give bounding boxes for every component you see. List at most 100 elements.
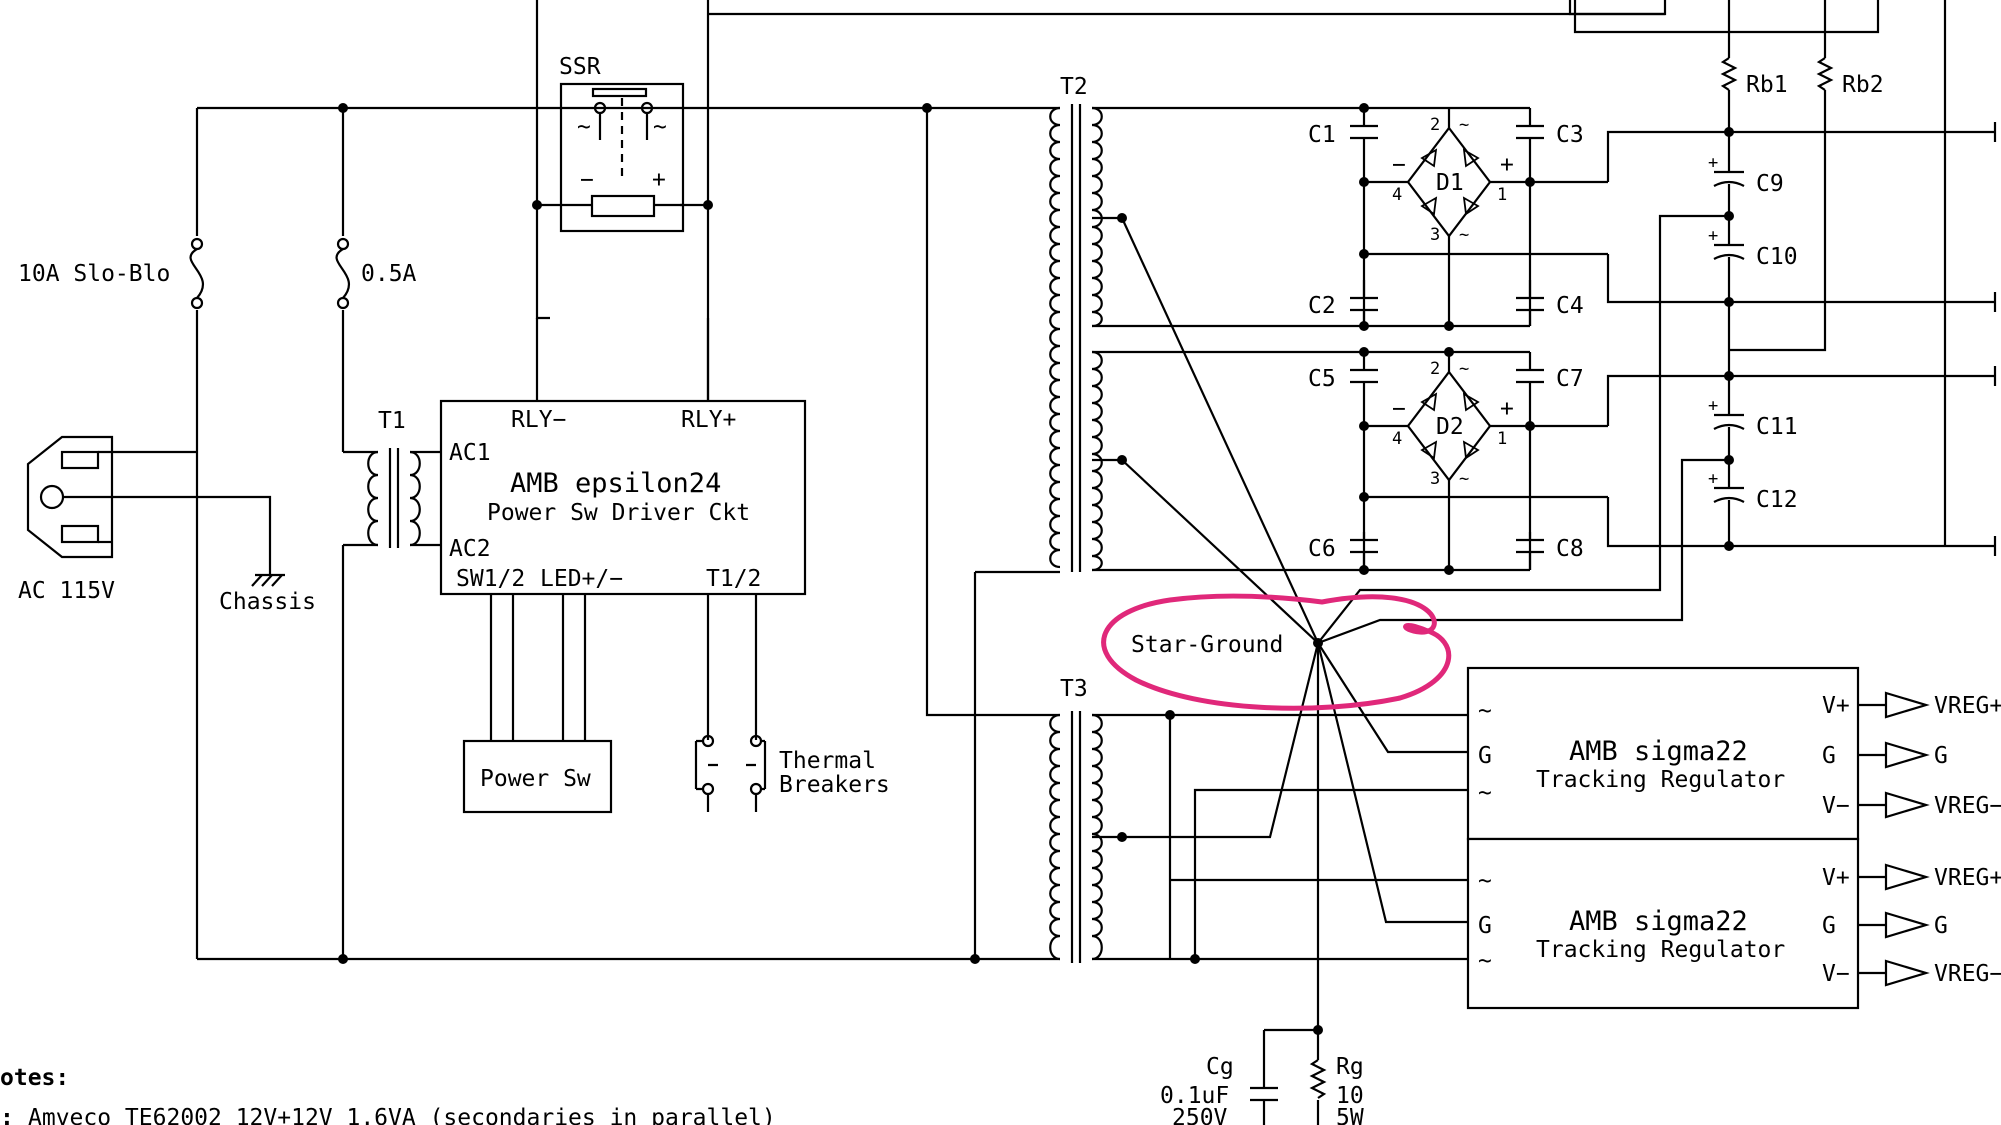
sigma-bot-in-g: G bbox=[1478, 913, 1492, 939]
cap-c3-label: C3 bbox=[1556, 122, 1584, 148]
fuse-small-label: 0.5A bbox=[361, 261, 417, 287]
rg-name: Rg bbox=[1336, 1054, 1364, 1080]
d1-ac-bottom: ~ bbox=[1459, 225, 1469, 245]
cap-c1-label: C1 bbox=[1308, 122, 1336, 148]
epsilon-pin-sw: SW1/2 bbox=[456, 566, 525, 592]
sigma-bot-in-ac2: ~ bbox=[1478, 948, 1492, 974]
sigma-top-subtitle: Tracking Regulator bbox=[1536, 767, 1785, 793]
d2-pin2: 2 bbox=[1430, 359, 1440, 379]
cg-name: Cg bbox=[1206, 1054, 1234, 1080]
sigma22-bottom-module bbox=[1466, 837, 1930, 1010]
sigma-top-net-vp: VREG+ bbox=[1934, 693, 2001, 719]
epsilon-pin-ac1: AC1 bbox=[449, 440, 491, 466]
sigma-top-title: AMB sigma22 bbox=[1569, 736, 1748, 767]
bridge-rectifier-d1-icon bbox=[1390, 108, 1505, 326]
ssr-label: SSR bbox=[559, 54, 601, 80]
fuse-small-icon bbox=[335, 237, 350, 310]
d1-ac-top: ~ bbox=[1459, 115, 1469, 135]
ssr-ac-left: ~ bbox=[577, 114, 591, 140]
sigma-top-out-vm: V− bbox=[1822, 793, 1850, 819]
epsilon-leads bbox=[489, 318, 758, 741]
notes-heading: otes: bbox=[0, 1065, 69, 1091]
c12-plus: + bbox=[1708, 469, 1718, 489]
sigma-bot-net-g: G bbox=[1934, 913, 1948, 939]
sigma-top-in-g: G bbox=[1478, 743, 1492, 769]
epsilon-pin-t12: T1/2 bbox=[706, 566, 761, 592]
epsilon-pin-ac2: AC2 bbox=[449, 536, 491, 562]
c11-plus: + bbox=[1708, 396, 1718, 416]
cg-rating: 250V bbox=[1172, 1105, 1228, 1125]
t2-secondary-wiring bbox=[1092, 106, 1530, 572]
cap-c6-label: C6 bbox=[1308, 536, 1336, 562]
epsilon-subtitle: Power Sw Driver Ckt bbox=[487, 500, 750, 526]
t3-label: T3 bbox=[1060, 676, 1088, 702]
sigma-bot-net-vm: VREG− bbox=[1934, 961, 2001, 987]
t2-label: T2 bbox=[1060, 74, 1088, 100]
epsilon-pin-rly-minus: RLY− bbox=[511, 407, 566, 433]
sigma-bot-out-vp: V+ bbox=[1822, 865, 1850, 891]
star-ground-highlight bbox=[1101, 593, 1452, 711]
epsilon-pin-led: LED+/− bbox=[540, 566, 623, 592]
epsilon-pin-rly-plus: RLY+ bbox=[681, 407, 736, 433]
rb1-label: Rb1 bbox=[1746, 72, 1788, 98]
primary-junctions bbox=[338, 103, 980, 964]
c9-plus: + bbox=[1708, 153, 1718, 173]
cap-c4-label: C4 bbox=[1556, 293, 1584, 319]
ssr-block bbox=[559, 82, 685, 233]
star-ground-label: Star-Ground bbox=[1131, 632, 1283, 658]
d1-pin2: 2 bbox=[1430, 115, 1440, 135]
d2-pin1: 1 bbox=[1497, 429, 1507, 449]
d1-minus: − bbox=[1392, 152, 1406, 178]
ssr-plus: + bbox=[652, 167, 666, 193]
d2-pin3: 3 bbox=[1430, 469, 1440, 489]
thermal-label-2: Breakers bbox=[779, 772, 890, 798]
power-switch[interactable] bbox=[462, 739, 613, 814]
sigma-top-net-vm: VREG− bbox=[1934, 793, 2001, 819]
power-switch-label: Power Sw bbox=[480, 766, 591, 792]
d2-ac-top: ~ bbox=[1459, 359, 1469, 379]
chassis-label: Chassis bbox=[219, 589, 316, 615]
sigma-bot-net-vp: VREG+ bbox=[1934, 865, 2001, 891]
notes-line1: Amveco TE62002 12V+12V 1.6VA (secondarie… bbox=[28, 1105, 776, 1125]
t2-transformer-icon bbox=[1049, 104, 1103, 572]
d1-pin1: 1 bbox=[1497, 185, 1507, 205]
rg-value: 10 bbox=[1336, 1083, 1364, 1109]
d1-plus: + bbox=[1500, 152, 1514, 178]
d1-pin4: 4 bbox=[1392, 185, 1402, 205]
cap-bank-bottom bbox=[1350, 347, 1608, 575]
t1-transformer-icon bbox=[343, 448, 441, 548]
ssr-minus: − bbox=[580, 167, 594, 193]
thermal-breakers-icon bbox=[694, 734, 767, 812]
sigma-top-in-ac1: ~ bbox=[1478, 698, 1492, 724]
d2-minus: − bbox=[1392, 396, 1406, 422]
sigma-bot-subtitle: Tracking Regulator bbox=[1536, 937, 1785, 963]
filter-section bbox=[1317, 0, 1995, 645]
c11-label: C11 bbox=[1756, 414, 1798, 440]
cap-bank-top bbox=[1350, 103, 1608, 331]
d2-plus: + bbox=[1500, 396, 1514, 422]
sigma-top-in-ac2: ~ bbox=[1478, 780, 1492, 806]
c9-label: C9 bbox=[1756, 171, 1784, 197]
d1-label: D1 bbox=[1436, 170, 1464, 196]
sigma22-top-module bbox=[1466, 666, 1930, 841]
cap-c8-label: C8 bbox=[1556, 536, 1584, 562]
t3-transformer-icon bbox=[1049, 711, 1103, 963]
c12-label: C12 bbox=[1756, 487, 1798, 513]
rg-rating: 5W bbox=[1336, 1105, 1364, 1125]
sigma-top-out-g: G bbox=[1822, 743, 1836, 769]
thermal-label-1: Thermal bbox=[779, 748, 876, 774]
d2-label: D2 bbox=[1436, 414, 1464, 440]
t1-label: T1 bbox=[378, 408, 406, 434]
iec-inlet bbox=[26, 435, 272, 575]
cg-rg-network bbox=[1250, 1030, 1327, 1125]
primary-wiring bbox=[195, 0, 1880, 961]
fuse-main-icon bbox=[189, 237, 204, 310]
cap-c7-label: C7 bbox=[1556, 366, 1584, 392]
sigma-top-net-g: G bbox=[1934, 743, 1948, 769]
ssr-ac-right: ~ bbox=[653, 114, 667, 140]
c10-plus: + bbox=[1708, 226, 1718, 246]
epsilon24-module bbox=[439, 399, 807, 596]
iec-inlet-label: AC 115V bbox=[18, 578, 115, 604]
cap-c5-label: C5 bbox=[1308, 366, 1336, 392]
